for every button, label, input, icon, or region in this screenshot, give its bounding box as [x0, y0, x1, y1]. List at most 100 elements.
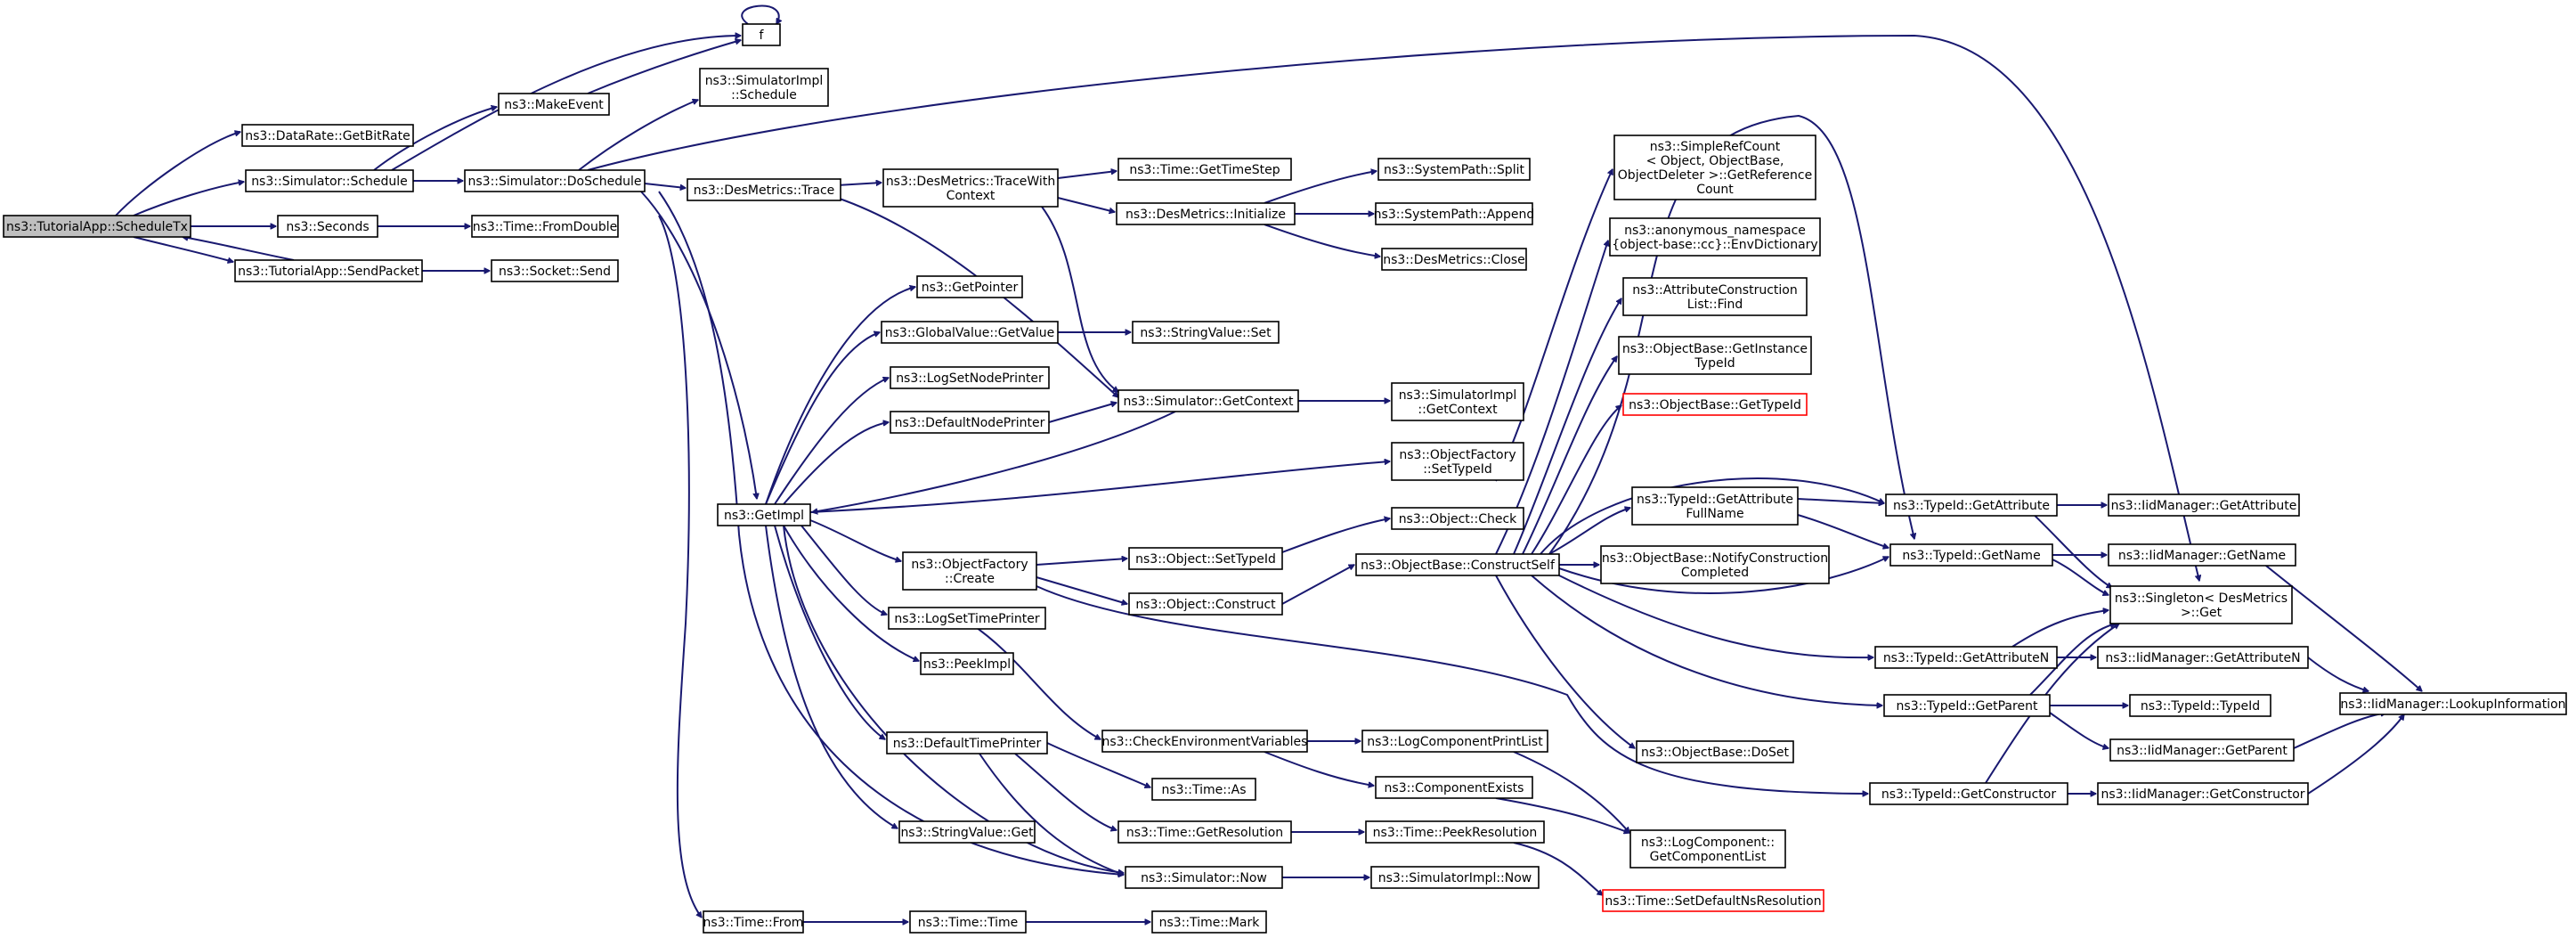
- node-box: [916, 275, 1023, 298]
- node-timetime[interactable]: ns3::Time::Time: [909, 910, 1027, 934]
- node-logsetnodeprinter[interactable]: ns3::LogSetNodePrinter: [890, 366, 1050, 389]
- edge-to-typeidgetattr: [1797, 498, 1884, 503]
- node-iidgetconstructor[interactable]: ns3::IidManager::GetConstructor: [2097, 782, 2309, 805]
- node-defaulttimeprinter[interactable]: ns3::DefaultTimePrinter: [886, 731, 1048, 754]
- node-objcheck[interactable]: ns3::Object::Check: [1391, 507, 1524, 530]
- node-label: ns3::Time::GetTimeStep: [1129, 163, 1280, 177]
- node-checkenv[interactable]: ns3::CheckEnvironmentVariables: [1101, 730, 1308, 753]
- node-logcompgetlist[interactable]: ns3::LogComponent::GetComponentList: [1629, 829, 1786, 869]
- node-typeidtypeid[interactable]: ns3::TypeId::TypeId: [2129, 694, 2271, 717]
- node-root[interactable]: ns3::TutorialApp::ScheduleTx: [3, 215, 191, 238]
- node-label: ns3::Object::SetTypeId: [1135, 552, 1276, 567]
- node-iidgetattrn[interactable]: ns3::IidManager::GetAttributeN: [2097, 646, 2309, 669]
- node-label: ns3::TypeId::TypeId: [2141, 699, 2260, 714]
- node-timefrom[interactable]: ns3::Time::From: [703, 910, 804, 934]
- node-doschedule[interactable]: ns3::Simulator::DoSchedule: [464, 169, 646, 192]
- node-typeidgetname[interactable]: ns3::TypeId::GetName: [1889, 543, 2053, 567]
- node-iidgetattr[interactable]: ns3::IidManager::GetAttribute: [2108, 493, 2300, 517]
- node-setdefaultns[interactable]: ns3::Time::SetDefaultNsResolution: [1602, 889, 1824, 912]
- node-simgetcontext[interactable]: ns3::Simulator::GetContext: [1117, 389, 1299, 412]
- node-typeidgetattr[interactable]: ns3::TypeId::GetAttribute: [1885, 493, 2058, 517]
- node-objconstruct[interactable]: ns3::Object::Construct: [1128, 592, 1283, 616]
- node-getimpl[interactable]: ns3::GetImpl: [717, 503, 811, 526]
- node-label: Count: [1696, 183, 1734, 197]
- node-desinit[interactable]: ns3::DesMetrics::Initialize: [1116, 202, 1296, 225]
- node-label: List::Find: [1687, 298, 1743, 312]
- edge-to-ofcreate: [809, 519, 901, 561]
- node-iidgetname[interactable]: ns3::IidManager::GetName: [2108, 543, 2296, 567]
- node-defaultnodeprinter[interactable]: ns3::DefaultNodePrinter: [890, 411, 1050, 434]
- node-label: ns3::LogComponentPrintList: [1367, 735, 1543, 749]
- node-box: [2097, 646, 2309, 669]
- node-label: ns3::Object::Check: [1399, 512, 1517, 526]
- node-label: ns3::GetImpl: [724, 509, 804, 523]
- node-label: ns3::StringValue::Set: [1140, 326, 1272, 340]
- node-timemark[interactable]: ns3::Time::Mark: [1151, 910, 1267, 934]
- node-ofcreate[interactable]: ns3::ObjectFactory::Create: [902, 551, 1037, 591]
- node-typeidgetparent[interactable]: ns3::TypeId::GetParent: [1883, 694, 2051, 717]
- node-label: ns3::GetPointer: [922, 281, 1019, 295]
- node-objsettypeid[interactable]: ns3::Object::SetTypeId: [1128, 547, 1283, 570]
- node-typeidgetattrn[interactable]: ns3::TypeId::GetAttributeN: [1874, 646, 2058, 669]
- node-notifyconstruction[interactable]: ns3::ObjectBase::NotifyConstructionCompl…: [1600, 545, 1830, 584]
- edges: [115, 4, 2422, 922]
- node-iidlookup[interactable]: ns3::IidManager::LookupInformation: [2339, 692, 2567, 715]
- node-getpointer[interactable]: ns3::GetPointer: [916, 275, 1023, 298]
- node-label: TypeId: [1694, 356, 1735, 371]
- node-seconds[interactable]: ns3::Seconds: [277, 215, 378, 238]
- node-simplerefcount[interactable]: ns3::SimpleRefCount< Object, ObjectBase,…: [1613, 135, 1816, 200]
- node-singleton[interactable]: ns3::Singleton< DesMetrics >::Get: [2109, 585, 2293, 624]
- node-svset[interactable]: ns3::StringValue::Set: [1132, 321, 1280, 344]
- node-simimplgetcontext[interactable]: ns3::SimulatorImpl::GetContext: [1391, 382, 1524, 421]
- node-compexists[interactable]: ns3::ComponentExists: [1375, 776, 1533, 799]
- node-box: [1609, 217, 1821, 257]
- edge-to-singleton: [2029, 624, 2116, 696]
- node-label: ns3::ObjectBase::GetTypeId: [1629, 398, 1801, 412]
- node-gettimestep[interactable]: ns3::Time::GetTimeStep: [1117, 158, 1292, 181]
- node-obgettypeid[interactable]: ns3::ObjectBase::GetTypeId: [1622, 393, 1808, 416]
- node-getresolution[interactable]: ns3::Time::GetResolution: [1117, 820, 1292, 844]
- node-constructself[interactable]: ns3::ObjectBase::ConstructSelf: [1355, 553, 1560, 576]
- edge-to-typeidgetname: [1548, 114, 1914, 555]
- node-simimplschedule[interactable]: ns3::SimulatorImpl::Schedule: [699, 68, 829, 107]
- node-desmetricstrace[interactable]: ns3::DesMetrics::Trace: [687, 178, 841, 201]
- node-logsettimeprinter[interactable]: ns3::LogSetTimePrinter: [888, 607, 1046, 630]
- node-socketsend[interactable]: ns3::Socket::Send: [491, 259, 619, 282]
- node-simnow[interactable]: ns3::Simulator::Now: [1125, 866, 1283, 889]
- node-peekresolution[interactable]: ns3::Time::PeekResolution: [1365, 820, 1545, 844]
- node-desclose[interactable]: ns3::DesMetrics::Close: [1381, 248, 1527, 271]
- edge-to-desinit: [1057, 197, 1115, 212]
- node-timeas[interactable]: ns3::Time::As: [1151, 778, 1256, 801]
- edge-to-singleton: [1985, 623, 2119, 784]
- node-box: [1602, 889, 1824, 912]
- node-simimplnow[interactable]: ns3::SimulatorImpl::Now: [1370, 866, 1540, 889]
- node-makeevent[interactable]: ns3::MakeEvent: [498, 93, 610, 116]
- node-label: ns3::TypeId::GetAttributeN: [1883, 651, 2049, 665]
- node-iidgetparent[interactable]: ns3::IidManager::GetParent: [2109, 738, 2295, 762]
- node-logcompprintlist[interactable]: ns3::LogComponentPrintList: [1361, 730, 1548, 753]
- node-f[interactable]: f: [742, 23, 781, 46]
- node-append[interactable]: ns3::SystemPath::Append: [1374, 202, 1535, 225]
- node-fromdouble[interactable]: ns3::Time::FromDouble: [471, 215, 619, 238]
- node-gvgetvalue[interactable]: ns3::GlobalValue::GetValue: [881, 321, 1059, 344]
- node-peekimpl[interactable]: ns3::PeekImpl: [920, 652, 1014, 675]
- node-schedule[interactable]: ns3::Simulator::Schedule: [245, 169, 414, 192]
- node-ofsettypeid[interactable]: ns3::ObjectFactory::SetTypeId: [1391, 442, 1524, 481]
- node-box: [1391, 382, 1524, 421]
- node-box: [1377, 158, 1531, 181]
- node-typeidgetconstructor[interactable]: ns3::TypeId::GetConstructor: [1869, 782, 2068, 805]
- node-svget[interactable]: ns3::StringValue::Get: [898, 820, 1036, 844]
- node-sendpacket[interactable]: ns3::TutorialApp::SendPacket: [234, 259, 423, 282]
- node-split[interactable]: ns3::SystemPath::Split: [1377, 158, 1531, 181]
- node-obdoset[interactable]: ns3::ObjectBase::DoSet: [1636, 740, 1794, 763]
- node-getbitrate[interactable]: ns3::DataRate::GetBitRate: [241, 124, 414, 147]
- node-label: ns3::LogSetNodePrinter: [896, 371, 1044, 386]
- edge-to-objsettypeid: [1036, 559, 1127, 566]
- edge-to-iidgetparent: [2049, 712, 2109, 748]
- node-envdict[interactable]: ns3::anonymous_namespace{object-base::cc…: [1609, 217, 1821, 257]
- node-label: ns3::ObjectBase::DoSet: [1641, 746, 1789, 760]
